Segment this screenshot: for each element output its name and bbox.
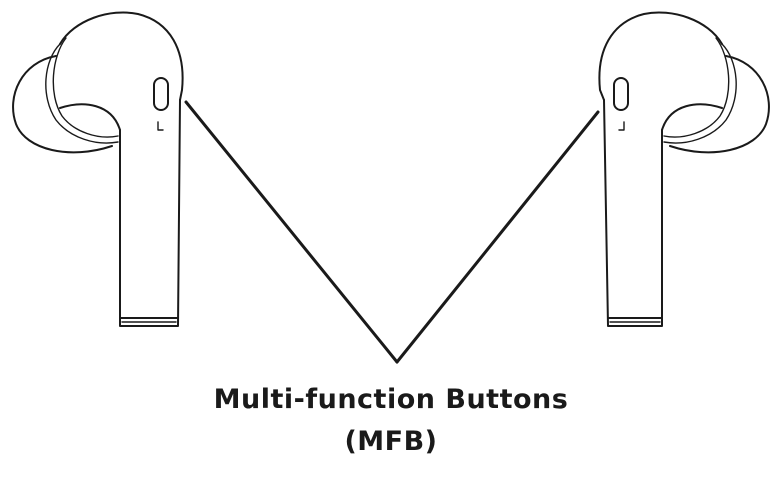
left-earbud-tip-band-inner bbox=[52, 37, 119, 138]
left-earbud-head bbox=[59, 11, 184, 101]
right-earbud-neck bbox=[661, 103, 723, 131]
left-earbud bbox=[12, 11, 184, 327]
left-earbud-ear-tip bbox=[12, 55, 113, 154]
caption-abbreviation: (MFB) bbox=[344, 426, 438, 457]
right-earbud-ear-tip bbox=[669, 55, 770, 154]
left-earbud-indicator bbox=[157, 121, 164, 131]
right-earbud-mfb bbox=[613, 77, 629, 111]
leader-line-left bbox=[184, 100, 399, 364]
caption-title: Multi-function Buttons bbox=[213, 384, 569, 415]
left-earbud-tip-band bbox=[45, 43, 119, 144]
left-earbud-neck bbox=[59, 103, 121, 131]
right-earbud-stem bbox=[603, 99, 663, 327]
right-earbud-tip-band bbox=[663, 43, 737, 144]
leader-line-right bbox=[395, 110, 600, 364]
left-earbud-mfb bbox=[153, 77, 169, 111]
left-earbud-stem bbox=[119, 99, 181, 327]
right-earbud-indicator bbox=[618, 121, 625, 131]
right-earbud-head bbox=[598, 11, 723, 101]
right-earbud-tip-band-inner bbox=[663, 37, 730, 138]
right-earbud bbox=[598, 11, 770, 327]
